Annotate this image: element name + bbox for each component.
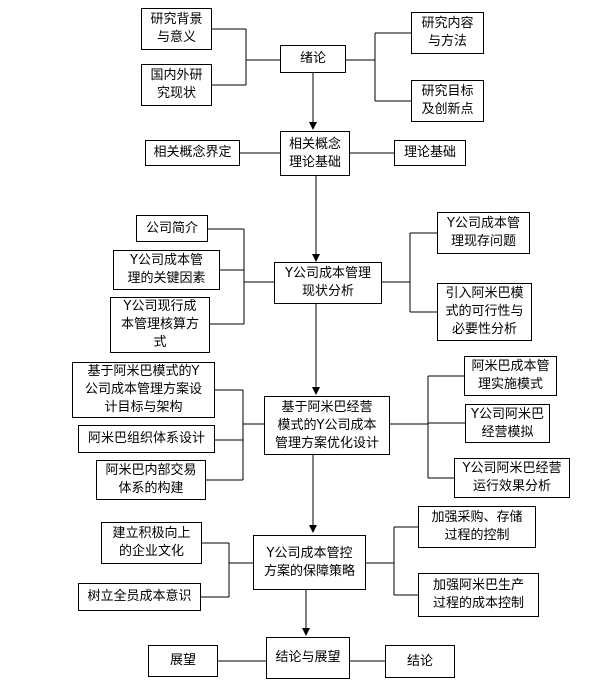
box-purchase-control: 加强采购、存储 过程的控制 — [418, 506, 536, 548]
box-current-accounting: Y公司现行成 本管理核算方 式 — [110, 297, 210, 353]
box-organization-design: 阿米巴组织体系设计 — [78, 425, 215, 453]
box-design-goals: 基于阿米巴模式的Y 公司成本管理方案设 计目标与架构 — [72, 362, 215, 418]
box-internal-trading: 阿米巴内部交易 体系的构建 — [96, 460, 206, 500]
box-research-goals: 研究目标 及创新点 — [411, 80, 484, 122]
box-concept-definition: 相关概念界定 — [145, 140, 240, 166]
box-feasibility-analysis: 引入阿米巴模 式的可行性与 必要性分析 — [437, 283, 532, 341]
box-conclusion-outlook: 结论与展望 — [266, 637, 350, 679]
box-operation-simulation: Y公司阿米巴 经营模拟 — [465, 404, 550, 443]
box-corporate-culture: 建立积极向上 的企业文化 — [101, 522, 202, 564]
box-status-analysis: Y公司成本管理 现状分析 — [274, 262, 382, 304]
box-theory-basis: 理论基础 — [394, 140, 466, 166]
box-conclusion: 结论 — [385, 645, 455, 678]
box-literature-review: 国内外研 究现状 — [141, 64, 212, 106]
box-optimization-design: 基于阿米巴经营 模式的Y公司成本 管理方案优化设计 — [264, 396, 390, 455]
box-introduction: 绪论 — [280, 45, 346, 73]
box-effect-analysis: Y公司阿米巴经营 运行效果分析 — [454, 458, 570, 498]
box-safeguard-strategy: Y公司成本管控 方案的保障策略 — [253, 535, 366, 590]
box-key-factors: Y公司成本管 理的关键因素 — [113, 250, 220, 290]
box-existing-problems: Y公司成本管 理现存问题 — [437, 212, 530, 254]
box-implementation-mode: 阿米巴成本管 理实施模式 — [464, 356, 557, 396]
box-company-profile: 公司简介 — [136, 215, 208, 242]
box-research-content: 研究内容 与方法 — [411, 12, 484, 54]
box-research-background: 研究背景 与意义 — [141, 8, 212, 50]
box-production-control: 加强阿米巴生产 过程的成本控制 — [418, 573, 539, 617]
box-theory-foundation: 相关概念 理论基础 — [280, 131, 350, 176]
box-outlook: 展望 — [148, 645, 218, 677]
box-cost-awareness: 树立全员成本意识 — [78, 583, 201, 611]
